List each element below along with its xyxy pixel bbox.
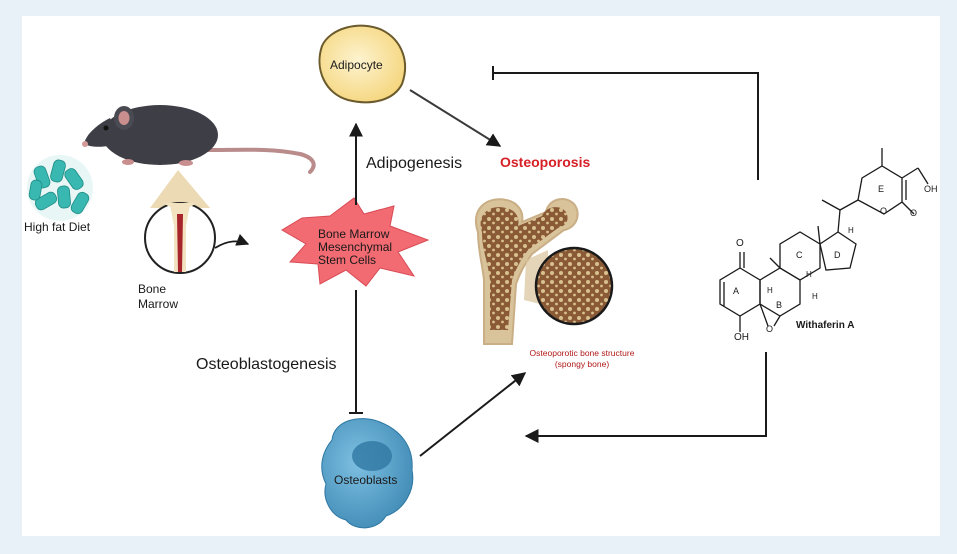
ketone-o-label: O (736, 238, 744, 249)
carbonyl-e-label: O (910, 208, 918, 218)
ring-a-label: A (733, 286, 740, 296)
diagram-panel (22, 16, 940, 536)
osteoblastogenesis-label: Osteoblastogenesis (196, 356, 337, 373)
high-fat-diet-pellets-icon (27, 155, 93, 221)
arrow-withaferin-to-osteoblasts (524, 352, 767, 443)
epoxide-o-label: O (766, 324, 774, 334)
compound-name-label: Withaferin A (796, 320, 855, 331)
mouse-icon (82, 105, 316, 174)
ring-c-label: C (796, 250, 803, 260)
lactone-o-label: O (880, 206, 888, 216)
ring-e-label: E (878, 184, 885, 194)
bmsc-label-line1: Bone Marrow (318, 227, 390, 241)
bone-structure-line2: (spongy bone) (554, 359, 610, 369)
arrow-osteoblasts-to-bone (419, 372, 527, 457)
ring-b-label: B (776, 300, 783, 310)
hydroxyl-a-label: OH (734, 332, 749, 343)
arrow-adipocyte-to-osteoporosis (409, 89, 502, 147)
h2-label: H (806, 270, 812, 279)
femur-bone-icon (475, 197, 614, 345)
osteoblast-cell-icon (321, 418, 414, 529)
adipogenesis-label: Adipogenesis (366, 155, 463, 172)
arrow-marrow-to-bmsc (214, 233, 250, 249)
h1-label: H (767, 286, 773, 295)
bone-structure-line1: Osteoporotic bone structure (529, 348, 635, 358)
ring-d-label: D (834, 250, 841, 260)
hydroxyl-e-label: OH (924, 184, 938, 194)
bone-marrow-label: Bone Marrow (138, 282, 179, 311)
bmsc-label-line2: Mesenchymal (318, 240, 393, 254)
withaferin-a-structure (719, 148, 929, 332)
adipocyte-label: Adipocyte (330, 58, 383, 72)
bone-structure-label: Osteoporotic bone structure (spongy bone… (520, 348, 644, 370)
osteoblasts-label: Osteoblasts (334, 473, 398, 487)
h4-label: H (848, 226, 854, 235)
inhibition-withaferin-adipocyte (493, 72, 759, 180)
bmsc-label-line3: Stem Cells (318, 253, 377, 267)
bmsc-cell-icon (281, 197, 430, 287)
bone-marrow-icon (144, 170, 216, 274)
h3-label: H (812, 292, 818, 301)
high-fat-diet-label: High fat Diet (24, 220, 91, 234)
adipocyte-cell-icon (318, 24, 407, 104)
osteoporosis-label: Osteoporosis (500, 154, 591, 170)
